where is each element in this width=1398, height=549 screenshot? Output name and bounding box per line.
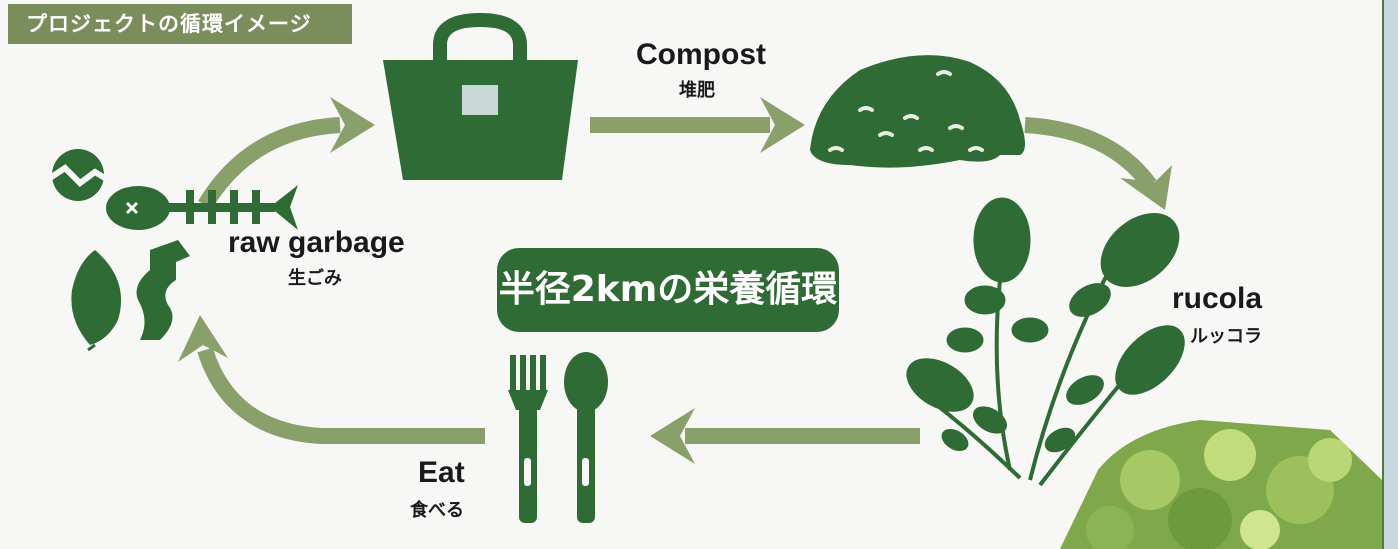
lettuce-photo: [1060, 420, 1382, 549]
fork-spoon-icon: [508, 352, 608, 523]
arrow-eat-to-garbage: [197, 347, 485, 444]
arrow-compost-to-rucola: [1024, 117, 1157, 190]
rucola-plant-icon: [906, 197, 1185, 487]
section-tag: プロジェクトの循環イメージ: [8, 4, 352, 44]
arrow-bag-to-compost: [590, 97, 805, 153]
compost-label-ja: 堆肥: [679, 80, 715, 100]
eat-label: Eat: [418, 456, 465, 489]
arrow-rucola-to-eat: [650, 408, 920, 464]
arrowhead-compost-to-rucola: [1120, 165, 1172, 210]
center-cycle-label: 半径2kmの栄養循環: [497, 248, 839, 332]
rucola-label: rucola: [1172, 282, 1263, 315]
arrowhead-eat-to-garbage: [178, 315, 228, 362]
raw-garbage-label: raw garbage: [228, 226, 405, 259]
eat-label-ja: 食べる: [410, 500, 464, 520]
food-scraps-icon: [48, 149, 298, 352]
shopping-bag-icon: [383, 12, 578, 180]
compost-pile-icon: [810, 55, 1025, 168]
compost-label: Compost: [636, 38, 766, 71]
arrow-garbage-to-bag: [198, 117, 341, 210]
rucola-label-ja: ルッコラ: [1190, 326, 1262, 346]
raw-garbage-label-ja: 生ごみ: [288, 268, 342, 288]
right-edge-strip: [1382, 0, 1398, 549]
arrowhead-garbage-to-bag: [330, 97, 375, 153]
